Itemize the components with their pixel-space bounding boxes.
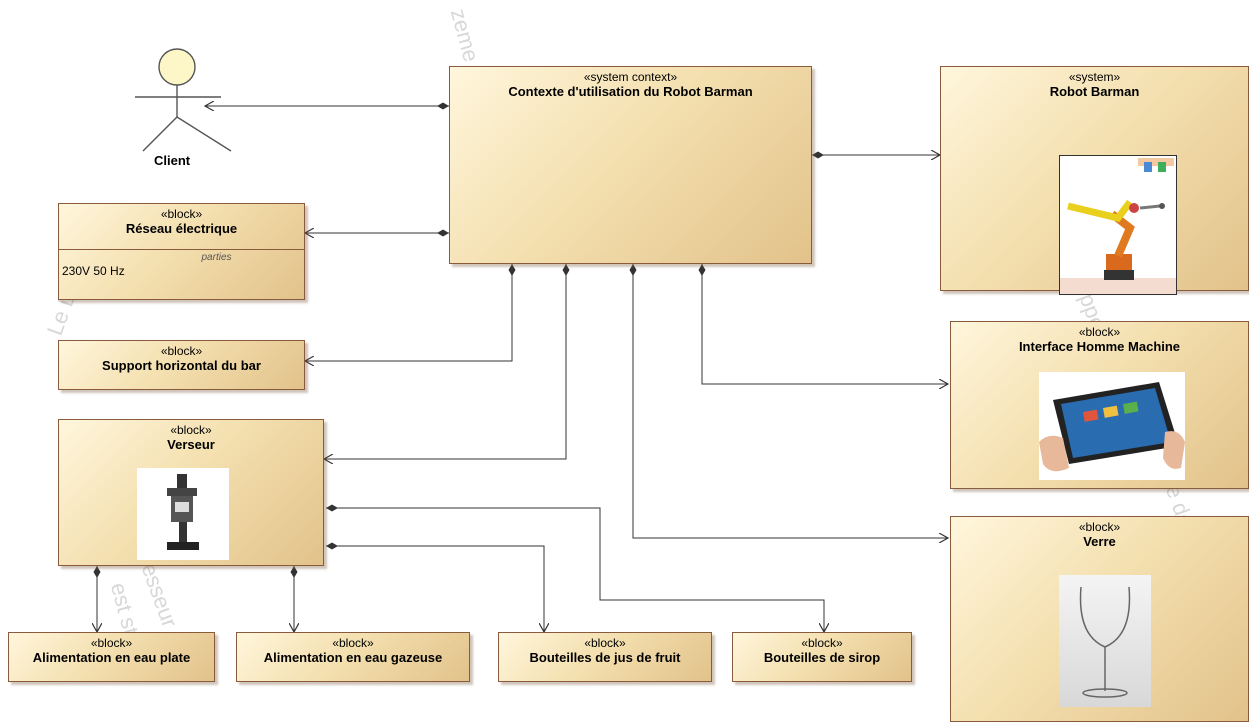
stereotype-label: «block»: [1078, 520, 1121, 534]
block-name: Réseau électrique: [125, 221, 238, 236]
pourer-icon: [167, 474, 199, 550]
link-verseur-sirop: [326, 508, 824, 632]
block-name: Verre: [1083, 534, 1116, 549]
link-context-verre: [633, 264, 948, 538]
link-verseur-jus: [326, 546, 544, 632]
block-name: Bouteilles de sirop: [763, 650, 881, 665]
link-context-verseur: [324, 264, 566, 459]
ihm-block[interactable]: «block» Interface Homme Machine: [950, 321, 1249, 489]
stereotype-label: «block»: [801, 636, 843, 650]
link-context-support: [305, 264, 512, 361]
support-horizontal-block[interactable]: «block» Support horizontal du bar: [58, 340, 305, 390]
parts-compartment: parties 230V 50 Hz: [59, 249, 304, 299]
actor-icon[interactable]: [135, 45, 245, 155]
block-name: Verseur: [167, 437, 215, 452]
stereotype-label: «block»: [160, 344, 203, 358]
compartment-title: parties: [201, 252, 232, 263]
compartment-value: 230V 50 Hz: [62, 264, 125, 278]
stereotype-label: «block»: [1078, 325, 1121, 339]
eau-gazeuse-block[interactable]: «block» Alimentation en eau gazeuse: [236, 632, 470, 682]
stereotype-label: «block»: [160, 207, 203, 221]
wine-glass-image: [1059, 575, 1151, 707]
stereotype-label: «block»: [90, 636, 133, 650]
stereotype-label: «block»: [332, 636, 374, 650]
reseau-electrique-block[interactable]: «block» Réseau électrique parties 230V 5…: [58, 203, 305, 300]
robot-arm-icon: [1060, 156, 1176, 294]
tablet-image: [1039, 372, 1185, 480]
tablet-icon: [1039, 382, 1185, 472]
block-name: Alimentation en eau plate: [32, 650, 191, 665]
block-name: Alimentation en eau gazeuse: [263, 650, 443, 665]
verseur-block[interactable]: «block» Verseur: [58, 419, 324, 566]
link-context-ihm: [702, 264, 948, 384]
block-name: Bouteilles de jus de fruit: [529, 650, 681, 665]
system-context-block[interactable]: «system context» Contexte d'utilisation …: [449, 66, 812, 264]
block-name: Interface Homme Machine: [1018, 339, 1181, 354]
wine-glass-icon: [1079, 586, 1131, 698]
stereotype-label: «system context»: [583, 70, 678, 84]
jus-block[interactable]: «block» Bouteilles de jus de fruit: [498, 632, 712, 682]
eau-plate-block[interactable]: «block» Alimentation en eau plate: [8, 632, 215, 682]
system-block[interactable]: «system» Robot Barman: [940, 66, 1249, 295]
verseur-image: [137, 468, 229, 560]
actor-name: Client: [154, 153, 191, 168]
stereotype-label: «block»: [584, 636, 626, 650]
stereotype-label: «block»: [170, 423, 212, 437]
block-name: Support horizontal du bar: [102, 358, 261, 373]
verre-block[interactable]: «block» Verre: [950, 516, 1249, 722]
block-name: Robot Barman: [1049, 84, 1140, 99]
robot-arm-image: [1059, 155, 1177, 295]
sirop-block[interactable]: «block» Bouteilles de sirop: [732, 632, 912, 682]
block-name: Contexte d'utilisation du Robot Barman: [508, 84, 753, 99]
stereotype-label: «system»: [1068, 70, 1121, 84]
